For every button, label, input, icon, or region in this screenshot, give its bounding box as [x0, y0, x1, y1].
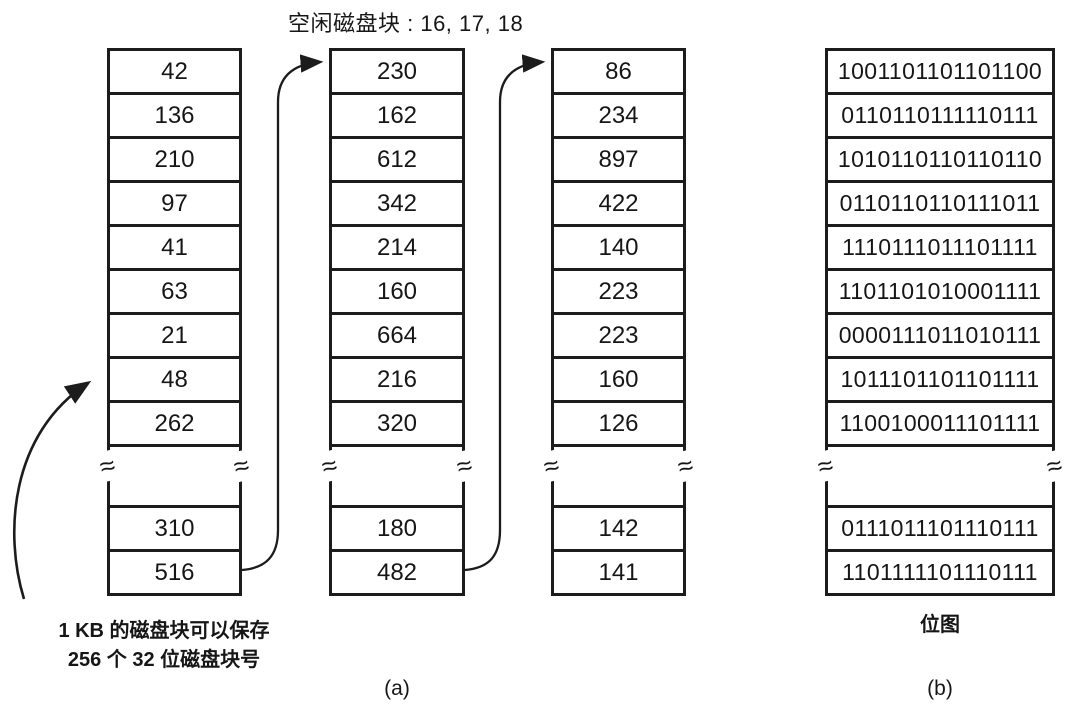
bitmap-row-cell: 0000111011010111: [828, 315, 1052, 359]
block-number-cell: 664: [332, 315, 462, 359]
pointer-arrow-block2-to-block3: [464, 54, 546, 572]
column-break: ≈ ≈: [538, 447, 699, 508]
block-number-cell: 160: [554, 359, 683, 403]
block-number-cell: 136: [110, 95, 239, 139]
break-squiggle-icon: ≈: [316, 449, 343, 483]
block-number-cell: 42: [110, 51, 239, 95]
block-number-cell: 126: [554, 403, 683, 447]
break-squiggle-icon: ≈: [812, 449, 839, 483]
capacity-note-line2: 256 个 32 位磁盘块号: [67, 649, 261, 671]
block-number-cell: 142: [554, 508, 683, 552]
capacity-note: 1 KB 的磁盘块可以保存 256 个 32 位磁盘块号: [14, 617, 314, 675]
bitmap-row-cell: 1101101010001111: [828, 271, 1052, 315]
break-squiggle-icon: ≈: [672, 449, 699, 483]
block-number-cell: 230: [332, 51, 462, 95]
bitmap-row-cell: 1110111011101111: [828, 227, 1052, 271]
bitmap-row-cell: 0110110111110111: [828, 95, 1052, 139]
block-number-cell: 897: [554, 139, 683, 183]
caption-b: (b): [927, 677, 953, 700]
bitmap-row-cell: 0111011101110111: [828, 508, 1052, 552]
block-number-cell: 210: [110, 139, 239, 183]
block-number-cell: 180: [332, 508, 462, 552]
caption-a: (a): [384, 677, 410, 700]
diagram-title: 空闲磁盘块 : 16, 17, 18: [288, 11, 524, 36]
bitmap-label: 位图: [920, 614, 960, 636]
block-number-cell: 162: [332, 95, 462, 139]
block-number-cell: 422: [554, 183, 683, 227]
break-squiggle-icon: ≈: [451, 449, 478, 483]
column-break: ≈ ≈: [316, 447, 478, 508]
bitmap-row-cell: 1011101101101111: [828, 359, 1052, 403]
block-number-cell: 482: [376, 559, 418, 586]
block-number-cell: 223: [554, 271, 683, 315]
break-squiggle-icon: ≈: [1041, 449, 1068, 483]
block-number-cell: 140: [554, 227, 683, 271]
block-number-cell: 214: [332, 227, 462, 271]
column-break: ≈ ≈: [812, 447, 1068, 508]
block-number-cell: 216: [332, 359, 462, 403]
block-number-cell: 223: [554, 315, 683, 359]
block-number-cell: 21: [110, 315, 239, 359]
column-break: ≈ ≈: [94, 447, 255, 508]
bitmap-row-cell: 1101111101110111: [842, 559, 1038, 585]
break-squiggle-icon: ≈: [228, 449, 255, 483]
bitmap-row-cell: 1001101101101100: [828, 51, 1052, 95]
capacity-note-line1: 1 KB 的磁盘块可以保存: [58, 620, 270, 642]
block-number-cell: 141: [598, 559, 639, 586]
block-number-cell: 48: [110, 359, 239, 403]
pointer-arrow-block1-to-block2: [241, 54, 324, 572]
block-number-cell: 63: [110, 271, 239, 315]
block-number-cell: 262: [110, 403, 239, 447]
note-arrow-to-block-cell: [12, 380, 92, 600]
block-number-cell: 310: [110, 508, 239, 552]
block-number-cell: 234: [554, 95, 683, 139]
block-number-cell: 612: [332, 139, 462, 183]
block-number-cell: 320: [332, 403, 462, 447]
bitmap-row-cell: 1100100011101111: [828, 403, 1052, 447]
block-number-cell: 160: [332, 271, 462, 315]
block-number-cell: 86: [554, 51, 683, 95]
block-number-cell: 41: [110, 227, 239, 271]
block-number-cell: 97: [110, 183, 239, 227]
block-number-cell: 342: [332, 183, 462, 227]
break-squiggle-icon: ≈: [94, 449, 121, 483]
break-squiggle-icon: ≈: [538, 449, 565, 483]
bitmap-row-cell: 1010110110110110: [828, 139, 1052, 183]
block-number-cell: 516: [154, 559, 195, 586]
bitmap-row-cell: 0110110110111011: [828, 183, 1052, 227]
